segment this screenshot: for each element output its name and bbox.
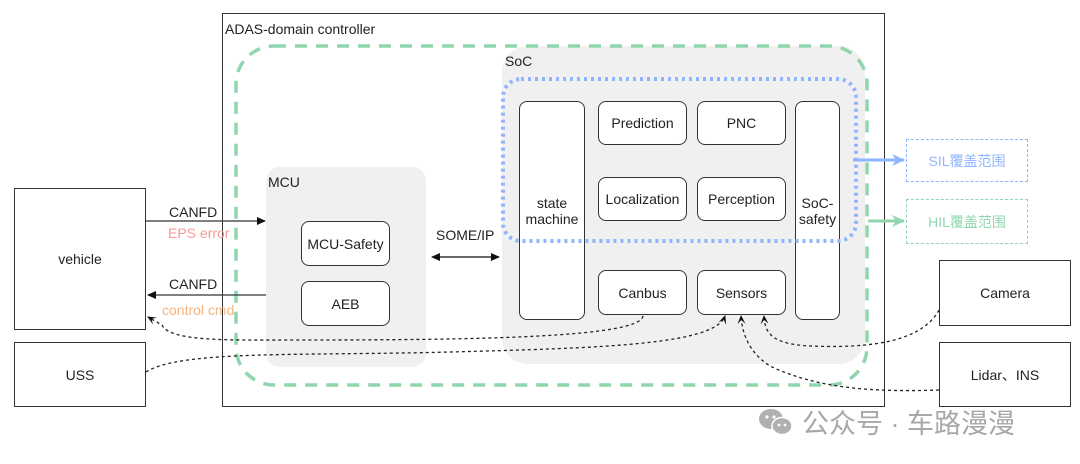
soc-safety-module[interactable]: SoC-safety — [795, 101, 840, 320]
aeb-module[interactable]: AEB — [301, 281, 390, 326]
mcu-title: MCU — [268, 174, 300, 190]
sil-coverage-legend: SIL覆盖范围 — [906, 139, 1028, 182]
localization-module[interactable]: Localization — [598, 177, 687, 221]
state-machine-label: state machine — [525, 194, 579, 227]
control-cmd-label: control cmd — [162, 302, 235, 318]
hil-coverage-label: HIL覆盖范围 — [928, 213, 1006, 230]
vehicle-box[interactable]: vehicle — [14, 188, 146, 330]
state-machine-module[interactable]: state machine — [519, 101, 585, 320]
eps-error-label: EPS error — [168, 225, 230, 241]
camera-to-sensors-flow — [760, 309, 940, 348]
watermark: 公众号 · 车路漫漫 — [758, 402, 1015, 441]
hil-coverage-legend: HIL覆盖范围 — [906, 199, 1028, 244]
canbus-to-vehicle-flow — [147, 315, 644, 341]
wechat-icon — [759, 408, 793, 435]
pnc-module[interactable]: PNC — [697, 101, 786, 145]
camera-box[interactable]: Camera — [939, 260, 1071, 326]
uss-to-sensors-flow — [145, 315, 727, 373]
watermark-text: 公众号 · 车路漫漫 — [802, 409, 1015, 439]
mcu-safety-module[interactable]: MCU-Safety — [301, 221, 390, 266]
sil-coverage-label: SIL覆盖范围 — [928, 152, 1006, 169]
canbus-module[interactable]: Canbus — [598, 270, 687, 315]
adas-controller-box — [222, 13, 885, 407]
lidar-ins-box[interactable]: Lidar、INS — [939, 342, 1071, 407]
soc-title: SoC — [505, 53, 533, 69]
mcu-group — [266, 167, 426, 367]
canfd-in-label: CANFD — [169, 204, 218, 220]
some-ip-label: SOME/IP — [436, 227, 495, 243]
perception-module[interactable]: Perception — [697, 177, 786, 221]
soc-safety-label: SoC-safety — [798, 194, 837, 227]
sil-coverage-boundary — [501, 77, 858, 243]
hil-coverage-boundary — [234, 44, 869, 387]
adas-controller-title: ADAS-domain controller — [225, 21, 376, 37]
sensors-module[interactable]: Sensors — [697, 270, 786, 315]
canfd-out-label: CANFD — [169, 276, 218, 292]
prediction-module[interactable]: Prediction — [598, 101, 687, 145]
lidar-to-sensors-flow — [737, 315, 940, 392]
uss-box[interactable]: USS — [14, 342, 146, 407]
